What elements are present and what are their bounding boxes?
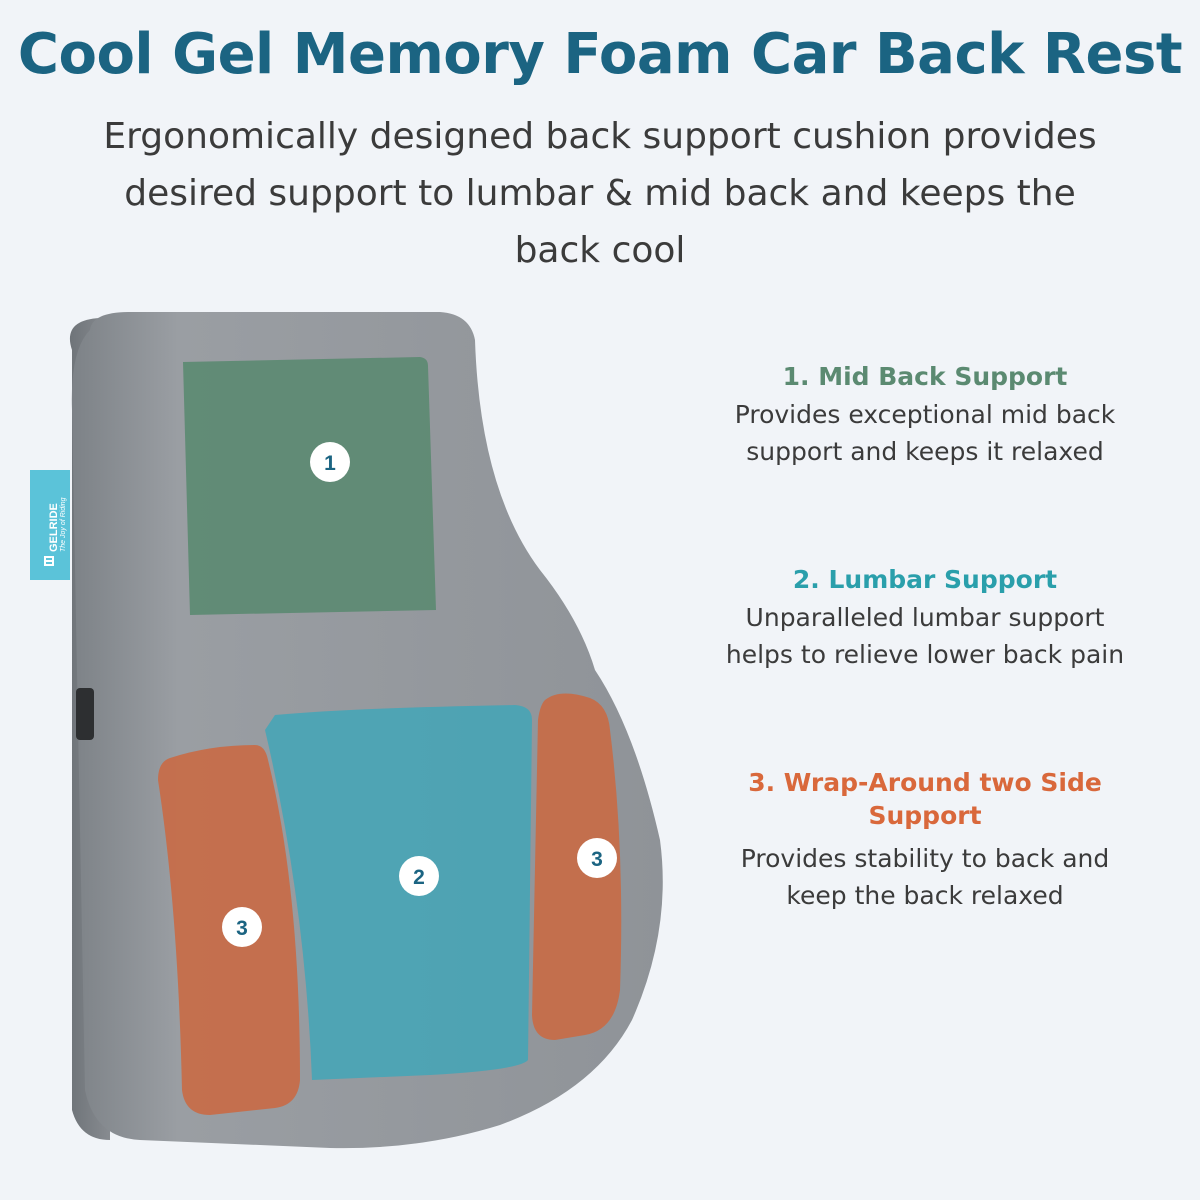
strap-clip <box>76 688 94 740</box>
feature-title: 3. Wrap-Around two Side Support <box>690 766 1160 832</box>
feature-mid-back: 1. Mid Back Support Provides exceptional… <box>690 360 1160 470</box>
marker-3-left-label: 3 <box>236 917 248 940</box>
feature-title-line: 1. Mid Back Support <box>782 362 1068 391</box>
feature-title-line: 2. Lumbar Support <box>792 565 1058 594</box>
feature-desc-line: Unparalleled lumbar support <box>745 603 1105 632</box>
marker-3-right: 3 <box>577 838 617 878</box>
feature-side-support: 3. Wrap-Around two Side Support Provides… <box>690 766 1160 914</box>
feature-title-line: Support <box>868 801 982 830</box>
marker-3-right-label: 3 <box>591 848 603 871</box>
feature-lumbar: 2. Lumbar Support Unparalleled lumbar su… <box>690 563 1160 673</box>
feature-desc-line: helps to relieve lower back pain <box>725 640 1125 669</box>
brand-tag-tagline: The Joy of Riding <box>60 497 67 552</box>
marker-2: 2 <box>399 856 439 896</box>
feature-desc-line: Provides exceptional mid back <box>734 400 1116 429</box>
marker-2-label: 2 <box>413 866 425 889</box>
marker-1: 1 <box>310 442 350 482</box>
subtitle-line: Ergonomically designed back support cush… <box>103 116 1097 157</box>
brand-tag: GELRIDE The Joy of Riding <box>30 470 70 580</box>
gelride-logo-icon <box>44 556 54 566</box>
brand-tag-name: GELRIDE <box>48 503 60 552</box>
marker-3-left: 3 <box>222 907 262 947</box>
page-title: Cool Gel Memory Foam Car Back Rest <box>17 22 1183 87</box>
zone-side-right <box>532 693 622 1040</box>
feature-desc-line: support and keeps it relaxed <box>746 437 1104 466</box>
feature-desc-line: keep the back relaxed <box>786 881 1064 910</box>
marker-1-label: 1 <box>324 452 336 475</box>
zone-lumbar <box>265 705 532 1080</box>
feature-title: 1. Mid Back Support <box>690 360 1160 393</box>
feature-title: 2. Lumbar Support <box>690 563 1160 596</box>
cushion-illustration: GELRIDE The Joy of Riding 1 2 3 3 <box>30 312 663 1149</box>
subtitle-line: back cool <box>514 230 686 271</box>
page-subtitle: Ergonomically designed back support cush… <box>40 108 1160 279</box>
feature-description: Provides exceptional mid back support an… <box>690 396 1160 470</box>
zone-mid-back <box>183 357 436 615</box>
subtitle-line: desired support to lumbar & mid back and… <box>124 173 1076 214</box>
feature-desc-line: Provides stability to back and <box>740 844 1110 873</box>
feature-description: Unparalleled lumbar support helps to rel… <box>690 599 1160 673</box>
feature-title-line: 3. Wrap-Around two Side <box>748 768 1102 797</box>
feature-description: Provides stability to back and keep the … <box>690 840 1160 914</box>
